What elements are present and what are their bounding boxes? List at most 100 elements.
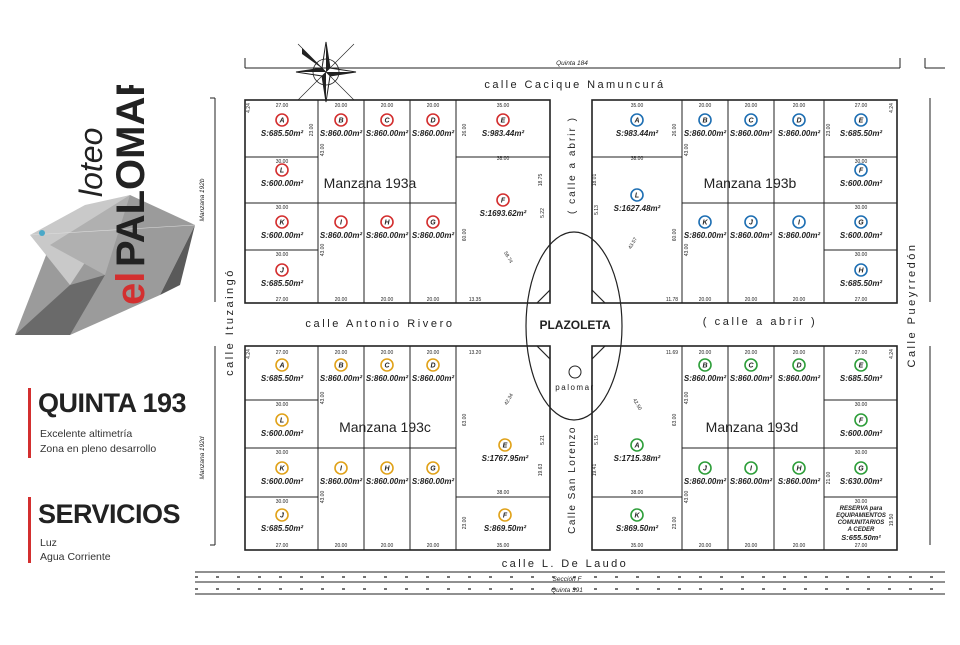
lot-marker [498, 438, 512, 452]
lot-marker [426, 358, 440, 372]
lot-area: S:860.00m² [412, 477, 455, 486]
lot-id: K [279, 220, 285, 227]
reserve-label: RESERVA para [840, 506, 883, 512]
plaza-monument: palomar [555, 383, 594, 392]
lot-area: S:860.00m² [320, 231, 363, 240]
dim-label: 30.00 [855, 402, 868, 408]
street-top-outer: Quinta 184 [556, 60, 588, 67]
dim-label: 30.00 [855, 252, 868, 258]
street-middle-right: ( calle a abrir ) [703, 316, 818, 328]
lot-id: E [501, 118, 506, 125]
lot-area: S:600.00m² [261, 429, 304, 438]
dim-label: 4.24 [246, 103, 252, 113]
lot-id: E [859, 118, 864, 125]
lot-area: S:600.00m² [840, 179, 883, 188]
servicios-line-1: Luz [40, 537, 57, 549]
lot-area: S:860.00m² [730, 129, 773, 138]
dim-label: 20.00 [699, 297, 712, 303]
dim-label: 30.00 [855, 450, 868, 456]
lot-marker [744, 113, 758, 127]
lot-id: D [796, 363, 801, 370]
brand-logo: loteo el PALOMAR [10, 68, 200, 345]
brand-name-rest: PALOMAR [109, 85, 153, 267]
lot-marker [854, 215, 868, 229]
lot-marker [426, 461, 440, 475]
dim-label: 42.34 [503, 392, 515, 406]
lot-marker [380, 113, 394, 127]
lot-area: S:1693.62m² [480, 209, 527, 218]
dim-label: 19.50 [889, 514, 895, 527]
lot-marker [334, 461, 348, 475]
dim-label: 43.00 [684, 244, 690, 257]
dim-label: 4.24 [889, 103, 895, 113]
lot-marker [498, 508, 512, 522]
dim-label: 27.00 [276, 350, 289, 356]
dim-label: 4.24 [246, 349, 252, 359]
dim-label: 27.00 [855, 103, 868, 109]
lot-id: F [859, 168, 864, 175]
lot-id: F [859, 418, 864, 425]
lot-marker [854, 263, 868, 277]
dim-label: 20.00 [745, 543, 758, 549]
lot-id: L [635, 193, 639, 200]
quinta-accent-bar [28, 388, 31, 458]
lot-id: K [634, 513, 640, 520]
lot-area: S:685.50m² [261, 374, 304, 383]
dim-label: 30.00 [276, 205, 289, 211]
lot-marker [854, 163, 868, 177]
lot-area: S:860.00m² [366, 477, 409, 486]
street-lines [195, 58, 945, 595]
lot-id: F [501, 198, 506, 205]
lot-marker [275, 215, 289, 229]
street-center-top: ( calle a abrir ) [567, 116, 578, 214]
brand-name-first: el [109, 272, 153, 305]
lot-id: I [798, 220, 801, 227]
lot-id: G [430, 466, 436, 473]
dim-label: 27.00 [855, 543, 868, 549]
block-outline-193b [591, 99, 898, 304]
dim-label: 38.00 [631, 156, 644, 162]
servicios-accent-bar [28, 497, 31, 563]
dim-label: 19.41 [592, 464, 598, 477]
lot-id: J [749, 220, 754, 227]
dim-label: 20.00 [427, 297, 440, 303]
lot-marker [792, 461, 806, 475]
lot-area: S:983.44m² [616, 129, 659, 138]
reserve-label: A CEDER [847, 527, 875, 533]
quinta-line-1: Excelente altimetría [40, 428, 133, 440]
lot-id: D [796, 118, 801, 125]
dim-label: 20.00 [381, 103, 394, 109]
dim-label: 11.78 [666, 297, 678, 303]
street-right: Calle Pueyrredón [906, 243, 918, 368]
lot-marker [380, 215, 394, 229]
dim-label: 38.00 [497, 490, 510, 496]
dim-label: 30.00 [276, 499, 289, 505]
lot-id: C [384, 118, 390, 125]
lot-area: S:860.00m² [366, 129, 409, 138]
dim-label: 27.00 [855, 297, 868, 303]
lot-id: E [859, 363, 864, 370]
dim-label: 27.00 [276, 103, 289, 109]
lot-area: S:860.00m² [366, 374, 409, 383]
block-outline-193a [244, 99, 551, 304]
brand-prefix: loteo [73, 128, 109, 197]
lot-id: B [702, 363, 707, 370]
lot-marker [630, 438, 644, 452]
lot-id: E [503, 443, 508, 450]
lot-area: S:860.00m² [684, 374, 727, 383]
lot-id: H [858, 268, 864, 275]
lot-marker [792, 215, 806, 229]
dim-label: 19.63 [538, 464, 544, 477]
dim-label: 21.00 [826, 472, 832, 485]
street-center-bottom: Calle San Lorenzo [567, 426, 578, 534]
lot-marker [698, 461, 712, 475]
lot-area: S:860.00m² [412, 231, 455, 240]
lot-id: H [384, 220, 390, 227]
lot-id: B [702, 118, 707, 125]
lot-marker [854, 413, 868, 427]
street-left-outer-top: Manzana 192b [199, 178, 206, 221]
dim-label: 4.24 [889, 349, 895, 359]
lot-id: L [280, 168, 284, 175]
dim-label: 42.50 [631, 398, 643, 412]
